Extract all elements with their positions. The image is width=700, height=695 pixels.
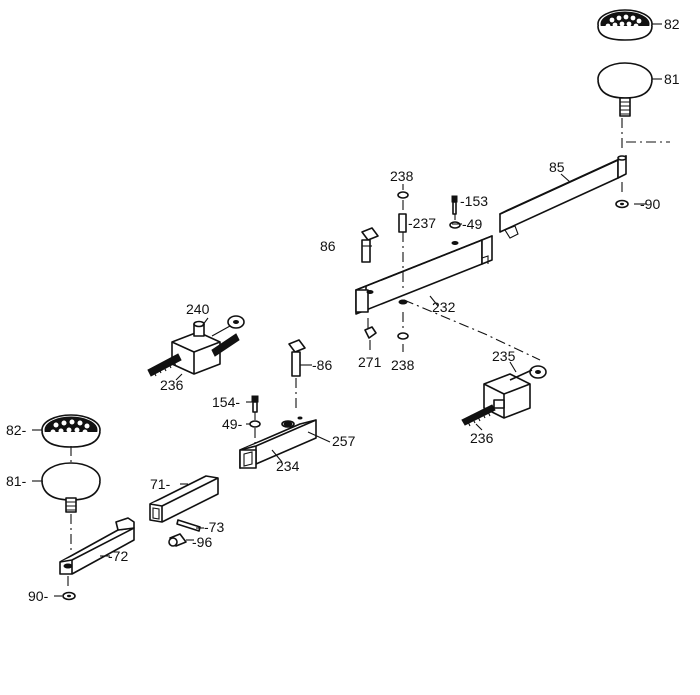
callout-49-mid: 49-	[222, 416, 243, 432]
support-disc-left	[41, 462, 101, 513]
pin-237	[398, 213, 407, 233]
bracket-71	[149, 475, 219, 523]
arm-bottom	[59, 517, 135, 575]
callout-236-right: 236	[470, 430, 494, 446]
washer-238-bottom	[397, 332, 409, 340]
clamp-right	[461, 365, 547, 427]
washer-top-right	[615, 199, 629, 209]
middle-beam	[239, 416, 317, 469]
pin-86-top	[361, 227, 379, 263]
callout-85: 85	[549, 159, 565, 175]
washer-49-top	[449, 221, 461, 229]
callout-81-left: 81-	[6, 473, 27, 489]
nut-271	[364, 326, 377, 339]
callout-238-top: 238	[390, 168, 414, 184]
support-disc-top	[597, 62, 653, 117]
callout-82-top: 82	[664, 16, 680, 32]
callout-81-top: 81	[664, 71, 680, 87]
bushing-96	[168, 533, 187, 547]
callout-86-top: 86	[320, 238, 336, 254]
washer-bottom-left	[62, 591, 76, 601]
callout-235: 235	[492, 348, 516, 364]
assembly-line-mid	[254, 378, 297, 446]
arm-top	[499, 155, 627, 239]
callout-71: 71-	[150, 476, 171, 492]
callout-271: 271	[358, 354, 382, 370]
callout-234: 234	[276, 458, 300, 474]
pin-86-mid	[288, 339, 306, 377]
bolt-153	[451, 195, 458, 215]
washer-49-mid	[249, 420, 261, 428]
main-beam	[355, 235, 493, 315]
callout-90-bottom: 90-	[28, 588, 49, 604]
assembly-line-top	[621, 118, 670, 196]
callout-257: 257	[332, 433, 356, 449]
callout-238-bottom: 238	[391, 357, 415, 373]
callout-86-mid: -86	[312, 357, 332, 373]
callout-82-left: 82-	[6, 422, 27, 438]
foot-pad-left	[41, 414, 101, 448]
callout-240: 240	[186, 301, 210, 317]
callout-73: -73	[204, 519, 224, 535]
bolt-154	[251, 395, 259, 413]
callout-232: 232	[432, 299, 456, 315]
foot-pad-top	[597, 9, 653, 41]
washer-238-top	[397, 191, 409, 199]
callout-96: -96	[192, 534, 212, 550]
pin-73	[176, 519, 201, 532]
callout-153: -153	[460, 193, 488, 209]
callout-154: 154-	[212, 394, 240, 410]
callout-90-top: -90	[640, 196, 660, 212]
clamp-left	[147, 315, 245, 377]
callout-237: -237	[408, 215, 436, 231]
callout-236-left: 236	[160, 377, 184, 393]
assembly-line-beam	[367, 299, 541, 361]
callout-49-top: -49	[462, 216, 482, 232]
leader-lines	[32, 23, 662, 597]
callout-72: -72	[108, 548, 128, 564]
